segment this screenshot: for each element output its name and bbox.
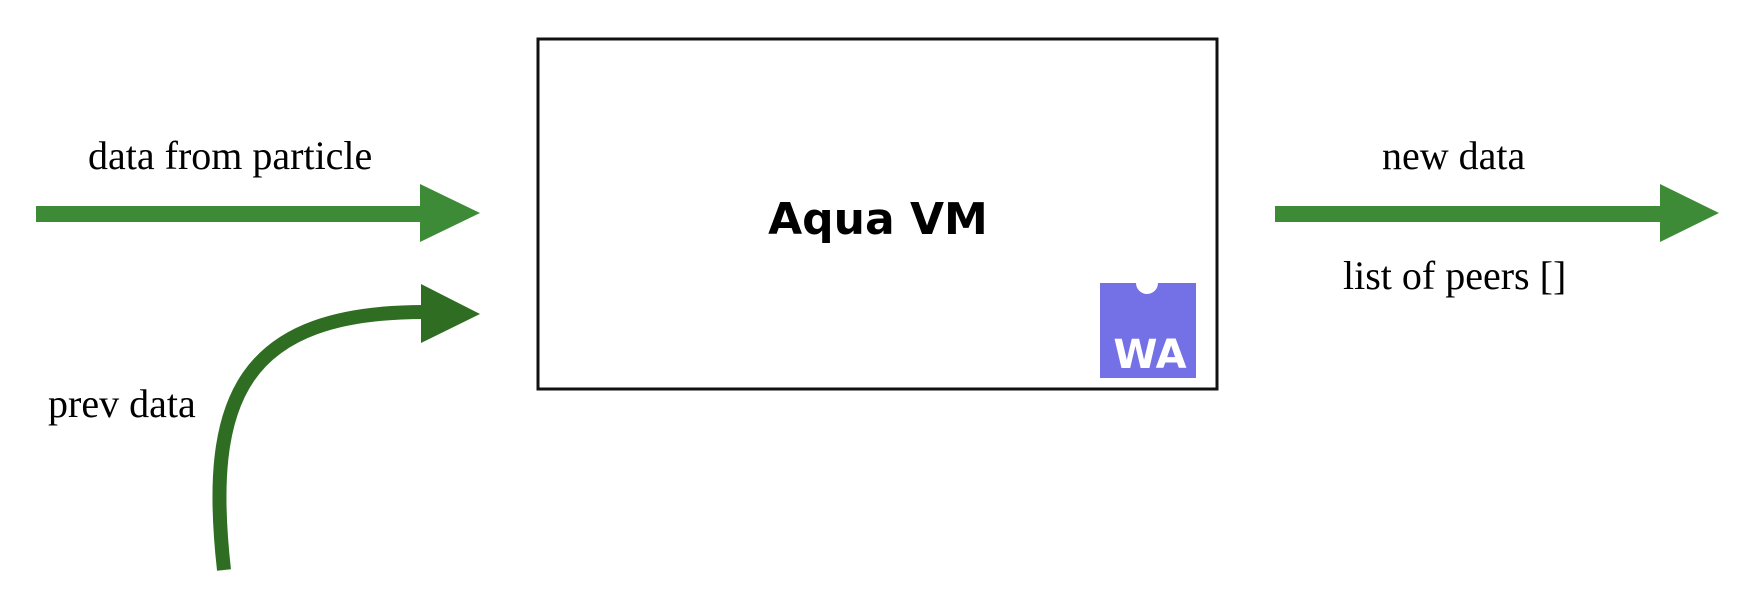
output-arrow-shaft	[1275, 206, 1665, 222]
prev-arrow-head	[421, 284, 480, 343]
output-label: new data	[1382, 133, 1526, 178]
input-arrow-shaft	[36, 206, 426, 222]
input-arrow	[36, 184, 480, 242]
input-label: data from particle	[88, 133, 372, 178]
output-arrow-head	[1660, 184, 1719, 242]
prev-data-arrow	[212, 284, 480, 571]
prev-arrow-shaft	[212, 304, 431, 571]
aqua-vm-title: Aqua VM	[768, 194, 988, 245]
wasm-badge-text: WA	[1113, 332, 1186, 378]
prev-label: prev data	[48, 381, 196, 426]
input-arrow-head	[420, 184, 480, 242]
webassembly-logo-icon: WA	[1100, 283, 1196, 378]
wasm-badge-shape	[1100, 283, 1196, 378]
peers-label: list of peers []	[1343, 253, 1566, 298]
output-arrow	[1275, 184, 1719, 242]
